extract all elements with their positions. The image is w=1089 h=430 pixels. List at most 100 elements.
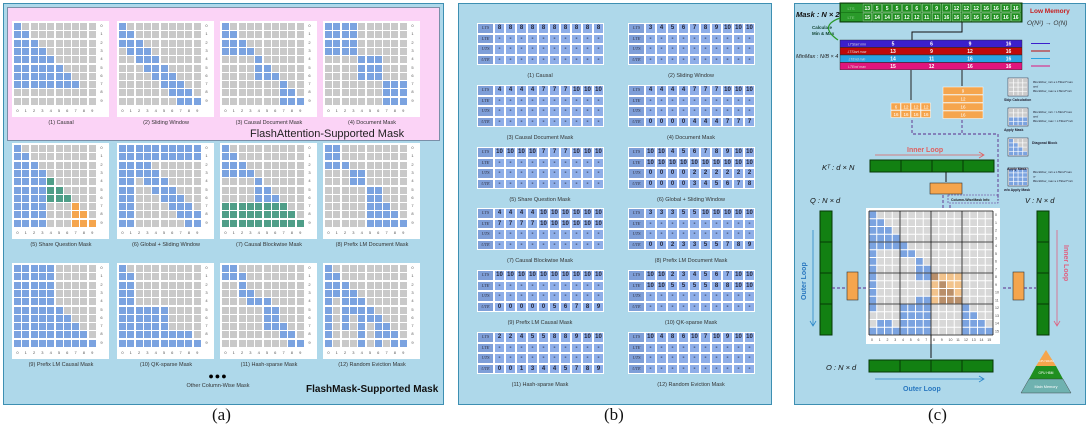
attend-cell (38, 298, 46, 306)
table-cell: - (560, 239, 571, 250)
attend-cell (374, 219, 382, 227)
col-index: 6 (66, 230, 69, 235)
masked-cell (399, 31, 407, 39)
masked-cell (185, 81, 193, 89)
masked-cell (222, 306, 229, 314)
masked-cell (88, 31, 96, 39)
masked-cell (72, 89, 80, 97)
row-index: 2 (205, 39, 208, 45)
row-index: 1 (411, 153, 414, 159)
legend-cell (1018, 87, 1023, 91)
masked-cell (255, 265, 263, 272)
row-index: 6 (308, 194, 311, 200)
table-cell: - (711, 218, 722, 229)
attend-cell (80, 219, 88, 227)
legend-cell (1009, 113, 1013, 117)
masked-cell (349, 64, 357, 72)
attend-cell (939, 281, 946, 288)
row-index: 9 (100, 219, 103, 225)
masked-cell (399, 194, 407, 202)
masked-cell (931, 296, 939, 304)
table-caption: (3) Causal Document Mask (506, 135, 574, 141)
masked-cell (168, 39, 176, 47)
table-cell: 0 (505, 363, 516, 374)
mask-caption: (11) Hash-sparse Mask (240, 362, 298, 368)
attend-cell (30, 178, 38, 186)
masked-cell (399, 323, 407, 331)
masked-cell (947, 211, 954, 219)
attend-cell (38, 72, 46, 80)
masked-cell (349, 72, 357, 80)
row-index: 3 (308, 169, 311, 175)
attend-cell (14, 306, 21, 314)
table-cell: 4 (527, 208, 538, 219)
masked-cell (30, 89, 38, 97)
table-cell: - (733, 342, 744, 353)
attend-cell (923, 304, 931, 312)
mask-cell (862, 3, 872, 13)
masked-cell (177, 31, 185, 39)
masked-cell (185, 178, 193, 186)
attend-cell (47, 273, 55, 281)
masked-cell (55, 39, 63, 47)
table-cell: - (494, 95, 505, 106)
table-cell: 3 (645, 208, 656, 219)
table-cell: 7 (560, 85, 571, 96)
masked-cell (38, 39, 46, 47)
masked-cell (63, 178, 71, 186)
table-cell: - (667, 342, 678, 353)
table-cell: 8 (582, 301, 593, 312)
masked-cell (288, 39, 296, 47)
table-cell: - (722, 44, 733, 55)
masked-cell (55, 31, 63, 39)
minmax-label: MinMax : N/B × 4 (796, 54, 838, 60)
attend-cell (135, 314, 143, 322)
attend-cell (127, 289, 135, 297)
row-index: 9 (308, 219, 311, 225)
attend-cell (119, 39, 126, 47)
masked-cell (193, 298, 201, 306)
attend-cell (230, 219, 238, 227)
table-cell: 8 (549, 332, 560, 343)
attend-cell (38, 81, 46, 89)
attend-cell (962, 327, 970, 335)
masked-cell (366, 39, 374, 47)
attend-cell (185, 153, 193, 161)
table-cell: 7 (571, 363, 582, 374)
table-cell: - (722, 54, 733, 65)
masked-cell (954, 273, 962, 281)
table-cell: 2 (494, 332, 505, 343)
masked-cell (399, 186, 407, 194)
table-cell: 10 (571, 218, 582, 229)
k-block-value: 16 (903, 112, 909, 117)
attend-cell (143, 56, 151, 64)
attend-cell (374, 194, 382, 202)
row-index: 3 (308, 289, 311, 295)
table-caption: (11) Hash-sparse Mask (511, 382, 569, 388)
masked-cell (222, 186, 229, 194)
table-cell: - (656, 229, 667, 240)
row-index: 2 (308, 161, 311, 167)
masked-cell (135, 186, 143, 194)
col-index: 11 (956, 338, 960, 342)
masked-cell (399, 145, 407, 152)
row-label: UTS (477, 168, 494, 179)
table-cell: - (538, 95, 549, 106)
masked-cell (168, 323, 176, 331)
masked-cell (296, 211, 304, 219)
row-index: 9 (205, 339, 208, 345)
row-index: 0 (308, 265, 311, 270)
masked-cell (947, 281, 954, 288)
masked-cell (222, 331, 229, 339)
attend-cell (168, 339, 176, 347)
table-cell: 7 (538, 147, 549, 158)
masked-cell (80, 56, 88, 64)
mask-caption: (1) Causal (48, 120, 74, 126)
kt-label: Kᵀ : d × N (822, 163, 855, 172)
attend-cell (263, 306, 271, 314)
table-cell: 5 (711, 239, 722, 250)
